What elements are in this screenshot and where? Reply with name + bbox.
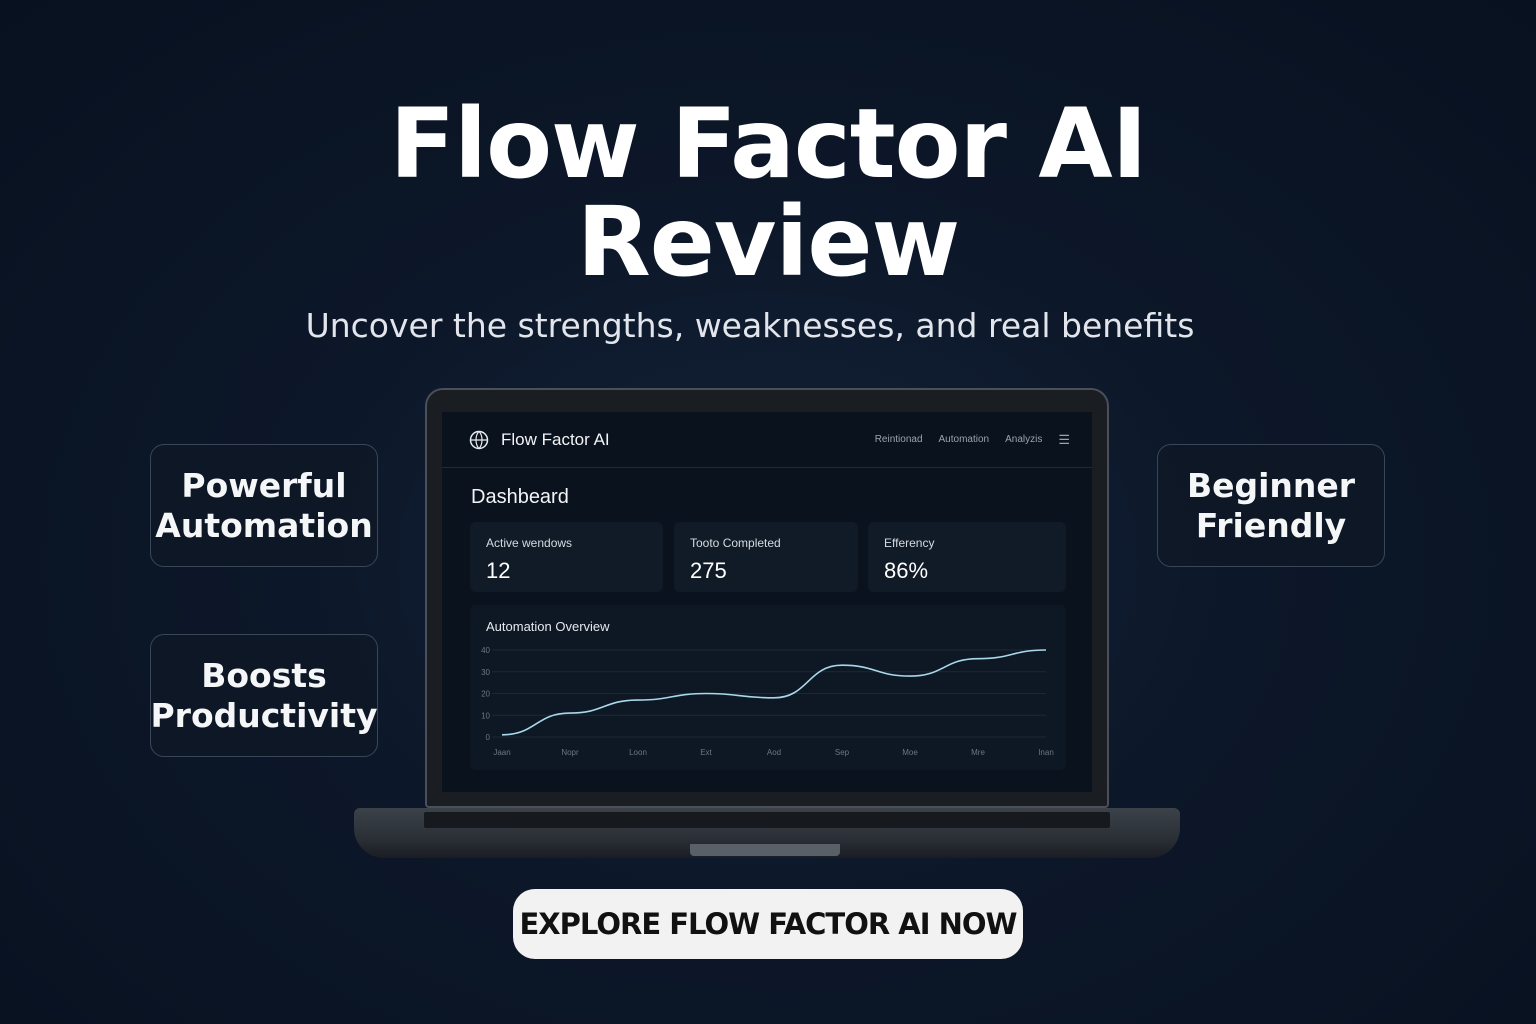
stat-card-completed: Tooto Completed 275 — [674, 522, 858, 592]
stat-value: 275 — [690, 558, 727, 583]
laptop-notch — [690, 844, 840, 856]
app-brand[interactable]: Flow Factor AI — [469, 430, 610, 450]
svg-text:Nopr: Nopr — [561, 748, 579, 757]
svg-text:Sep: Sep — [835, 748, 850, 757]
svg-text:20: 20 — [481, 690, 490, 699]
svg-text:Jaan: Jaan — [493, 748, 510, 757]
globe-icon — [469, 430, 489, 449]
stat-card-efficiency: Efferency 86% — [868, 522, 1066, 592]
nav-link-automation[interactable]: Automation — [938, 434, 990, 445]
feature-powerful-automation: Powerful Automation — [150, 444, 378, 567]
stat-label: Tooto Completed — [690, 536, 781, 550]
app-navbar: Flow Factor AI Reintionad Automation Ana… — [442, 412, 1092, 468]
hero-title-line1: Flow Factor AI — [389, 88, 1148, 200]
nav-link-reintionad[interactable]: Reintionad — [874, 434, 923, 445]
hero-title-line2: Review — [576, 186, 960, 298]
svg-text:Aod: Aod — [767, 748, 781, 757]
stat-label: Efferency — [884, 536, 935, 550]
svg-text:10: 10 — [481, 711, 490, 720]
svg-text:Moe: Moe — [902, 748, 918, 757]
stat-value: 86% — [884, 558, 929, 583]
svg-text:Ext: Ext — [700, 748, 712, 757]
feature-beginner-friendly: Beginner Friendly — [1157, 444, 1385, 567]
chart-title: Automation Overview — [486, 619, 610, 634]
svg-text:40: 40 — [481, 646, 490, 655]
svg-text:Inan: Inan — [1038, 748, 1054, 757]
stat-value: 12 — [486, 558, 511, 583]
svg-text:Mre: Mre — [971, 748, 985, 757]
stat-card-active: Active wendows 12 — [470, 522, 663, 592]
hamburger-icon[interactable]: ☰ — [1058, 431, 1070, 447]
laptop-keyboard — [424, 812, 1110, 828]
brand-name: Flow Factor AI — [501, 429, 610, 449]
app-screen: Flow Factor AI Reintionad Automation Ana… — [442, 412, 1092, 792]
svg-text:Loon: Loon — [629, 748, 647, 757]
stat-label: Active wendows — [486, 536, 573, 550]
svg-text:0: 0 — [486, 733, 491, 742]
hero-subtitle: Uncover the strengths, weaknesses, and r… — [305, 306, 1195, 345]
nav-link-analyzis[interactable]: Analyzis — [1005, 434, 1043, 445]
svg-text:30: 30 — [481, 668, 490, 677]
explore-cta-button[interactable]: EXPLORE FLOW FACTOR AI NOW — [513, 889, 1023, 959]
page-title: Dashbeard — [471, 486, 569, 508]
feature-boosts-productivity: Boosts Productivity — [150, 634, 378, 757]
